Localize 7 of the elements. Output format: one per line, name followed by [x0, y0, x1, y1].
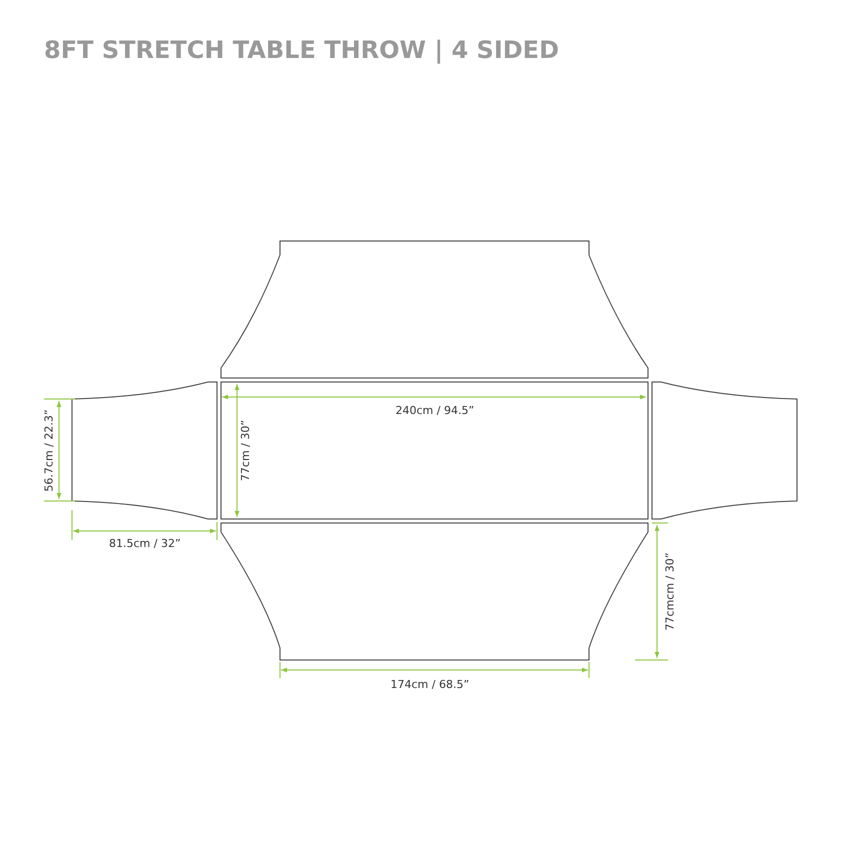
title: 8FT STRETCH TABLE THROW | 4 SIDED: [44, 36, 559, 64]
dimension-label: 240cm / 94.5”: [396, 404, 474, 416]
dimension-label: 56.7cm / 22.3”: [42, 408, 56, 492]
dimension-label: 77cm / 30”: [238, 419, 252, 481]
dimension-label: 81.5cm / 32”: [109, 536, 181, 550]
dimension-label: 77cmcm / 30”: [663, 552, 676, 630]
dimension-label: 174cm / 68.5”: [390, 678, 470, 690]
